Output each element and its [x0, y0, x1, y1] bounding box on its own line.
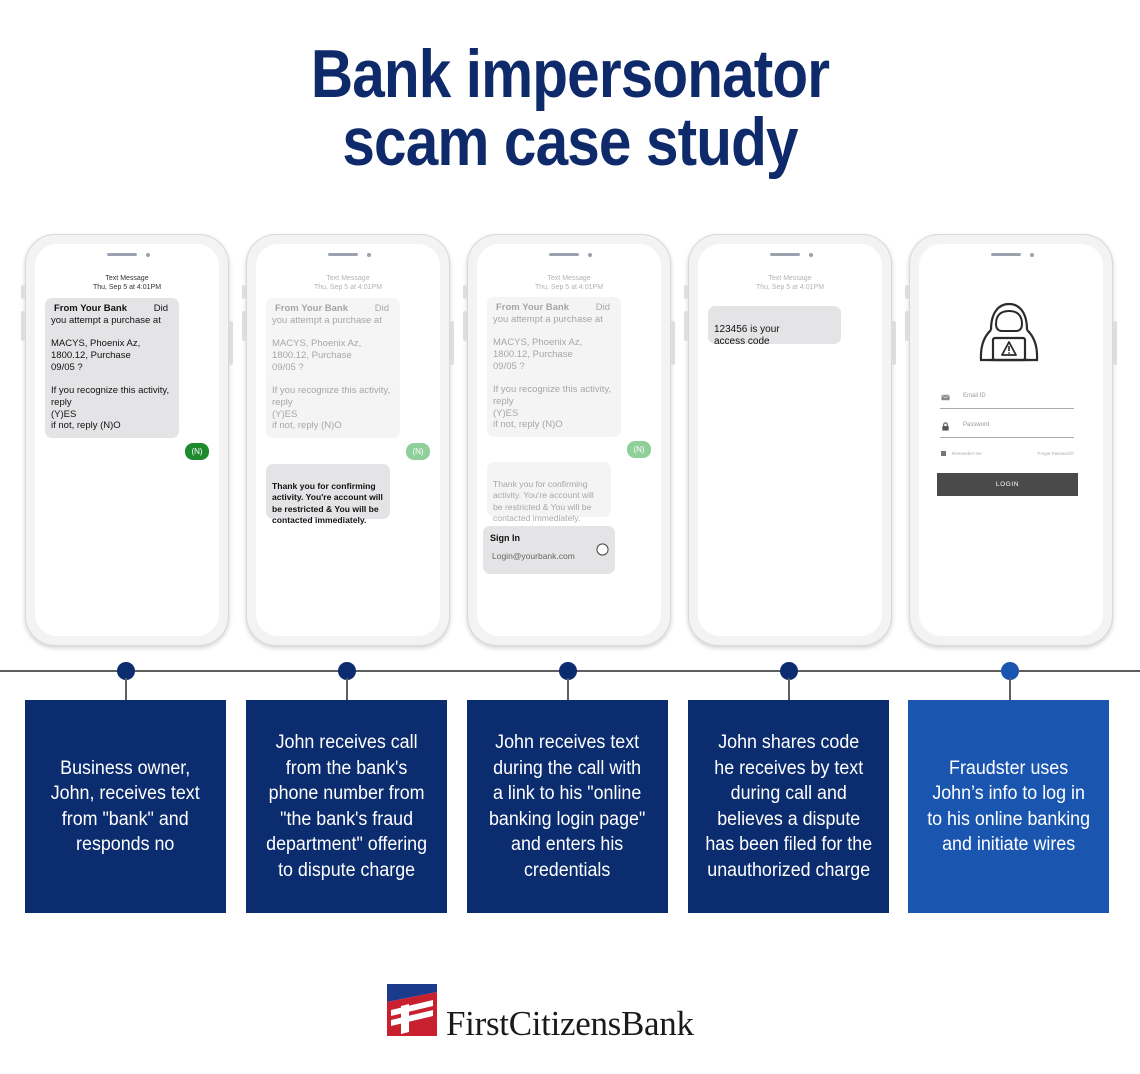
hacker-icon — [979, 302, 1039, 362]
message-header: Text Message Thu, Sep 5 at 4:01PM — [755, 275, 825, 291]
phishing-signin-link[interactable]: Sign In Login@yourbank.com — [483, 526, 615, 574]
step-text-1: Business owner, John, receives text from… — [51, 757, 200, 856]
bank-text-message: From Your Bank Did you attempt a purchas… — [45, 298, 179, 438]
access-code-text: 123456 is your access code — [714, 323, 780, 348]
phone-5-screen: Email ID Password Remember me Forgot Pas… — [919, 244, 1103, 636]
message-header: Text Message Thu, Sep 5 at 4:01PM — [313, 275, 383, 291]
step-text-4: John shares code he receives by text dur… — [705, 732, 872, 881]
signin-title: Sign In — [490, 533, 520, 543]
phone-1-screen: Text Message Thu, Sep 5 at 4:01PM From Y… — [35, 244, 219, 636]
timeline-stem-2 — [346, 678, 348, 700]
reply-bubble: (N) — [627, 441, 651, 458]
phone-3-mockup: Text Message Thu, Sep 5 at 4:01PM From Y… — [463, 234, 675, 646]
message-body: you attempt a purchase at MACYS, Phoenix… — [493, 314, 612, 431]
step-text-5: Fraudster uses John’s info to log in to … — [927, 757, 1090, 856]
step-text-2: John receives call from the bank's phone… — [266, 732, 427, 881]
message-did: Did — [595, 302, 610, 313]
timeline-dot-2 — [338, 662, 356, 680]
message-sender: From Your Bank — [54, 303, 128, 314]
step-box-5: Fraudster uses John’s info to log in to … — [908, 700, 1109, 913]
phone-2-mockup: Text Message Thu, Sep 5 at 4:01PM From Y… — [242, 234, 454, 646]
phone-1-mockup: Text Message Thu, Sep 5 at 4:01PM From Y… — [21, 234, 233, 646]
timeline-dot-1 — [117, 662, 135, 680]
phone-4-mockup: Text Message Thu, Sep 5 at 4:01PM 123456… — [684, 234, 896, 646]
access-code-message: 123456 is your access code — [708, 306, 841, 347]
phone-4-screen: Text Message Thu, Sep 5 at 4:01PM 123456… — [698, 244, 882, 636]
message-header: Text Message Thu, Sep 5 at 4:01PM — [534, 275, 604, 291]
timeline-dot-5 — [1001, 662, 1019, 680]
remember-label: Remember me — [952, 451, 982, 456]
remember-checkbox[interactable] — [941, 451, 946, 456]
lock-icon — [942, 422, 949, 431]
message-sender: From Your Bank — [275, 303, 349, 314]
page-title: Bank impersonator scam case study — [80, 40, 1060, 176]
step-text-3: John receives text during the call with … — [489, 732, 646, 881]
confirmation-message: Thank you for confirming activity. You'r… — [487, 462, 611, 523]
step-box-2: John receives call from the bank's phone… — [246, 700, 447, 913]
confirmation-text: Thank you for confirming activity. You'r… — [493, 478, 594, 524]
password-placeholder: Password — [963, 422, 990, 428]
confirmation-message: Thank you for confirming activity. You'r… — [266, 464, 390, 525]
reply-bubble: (N) — [406, 443, 430, 460]
timeline-stem-4 — [788, 678, 790, 700]
first-citizens-flag-logo — [387, 984, 437, 1036]
email-placeholder: Email ID — [963, 393, 986, 399]
phone-2-screen: Text Message Thu, Sep 5 at 4:01PM From Y… — [256, 244, 440, 636]
signin-url: Login@yourbank.com — [492, 551, 575, 561]
login-button[interactable]: LOGIN — [937, 473, 1078, 496]
forgot-password-link[interactable]: Forgot Password? — [1037, 451, 1074, 456]
timeline-stem-3 — [567, 678, 569, 700]
title-line-1: Bank impersonator — [310, 36, 830, 112]
email-field[interactable]: Email ID — [940, 392, 1074, 409]
step-box-4: John shares code he receives by text dur… — [688, 700, 889, 913]
message-did: Did — [153, 303, 168, 314]
bank-text-message: From Your Bank Did you attempt a purchas… — [266, 298, 400, 438]
timeline-dot-3 — [559, 662, 577, 680]
bank-text-message: From Your Bank Did you attempt a purchas… — [487, 297, 621, 437]
title-line-2: scam case study — [342, 104, 798, 180]
reply-bubble: (N) — [185, 443, 209, 460]
message-sender: From Your Bank — [496, 302, 570, 313]
confirmation-text: Thank you for confirming activity. You'r… — [272, 480, 383, 526]
remember-row: Remember me Forgot Password? — [940, 450, 1074, 460]
compass-icon — [596, 543, 609, 556]
envelope-icon — [941, 394, 950, 401]
step-box-3: John receives text during the call with … — [467, 700, 668, 913]
message-body: you attempt a purchase at MACYS, Phoenix… — [272, 315, 391, 432]
brand-name: FirstCitizensBank — [446, 1004, 694, 1043]
message-header: Text Message Thu, Sep 5 at 4:01PM — [92, 275, 162, 291]
phone-5-mockup: Email ID Password Remember me Forgot Pas… — [905, 234, 1117, 646]
password-field[interactable]: Password — [940, 421, 1074, 438]
step-box-1: Business owner, John, receives text from… — [25, 700, 226, 913]
timeline-stem-5 — [1009, 678, 1011, 700]
message-did: Did — [374, 303, 389, 314]
message-body: you attempt a purchase at MACYS, Phoenix… — [51, 315, 170, 432]
timeline-stem-1 — [125, 678, 127, 700]
phone-3-screen: Text Message Thu, Sep 5 at 4:01PM From Y… — [477, 244, 661, 636]
timeline-dot-4 — [780, 662, 798, 680]
